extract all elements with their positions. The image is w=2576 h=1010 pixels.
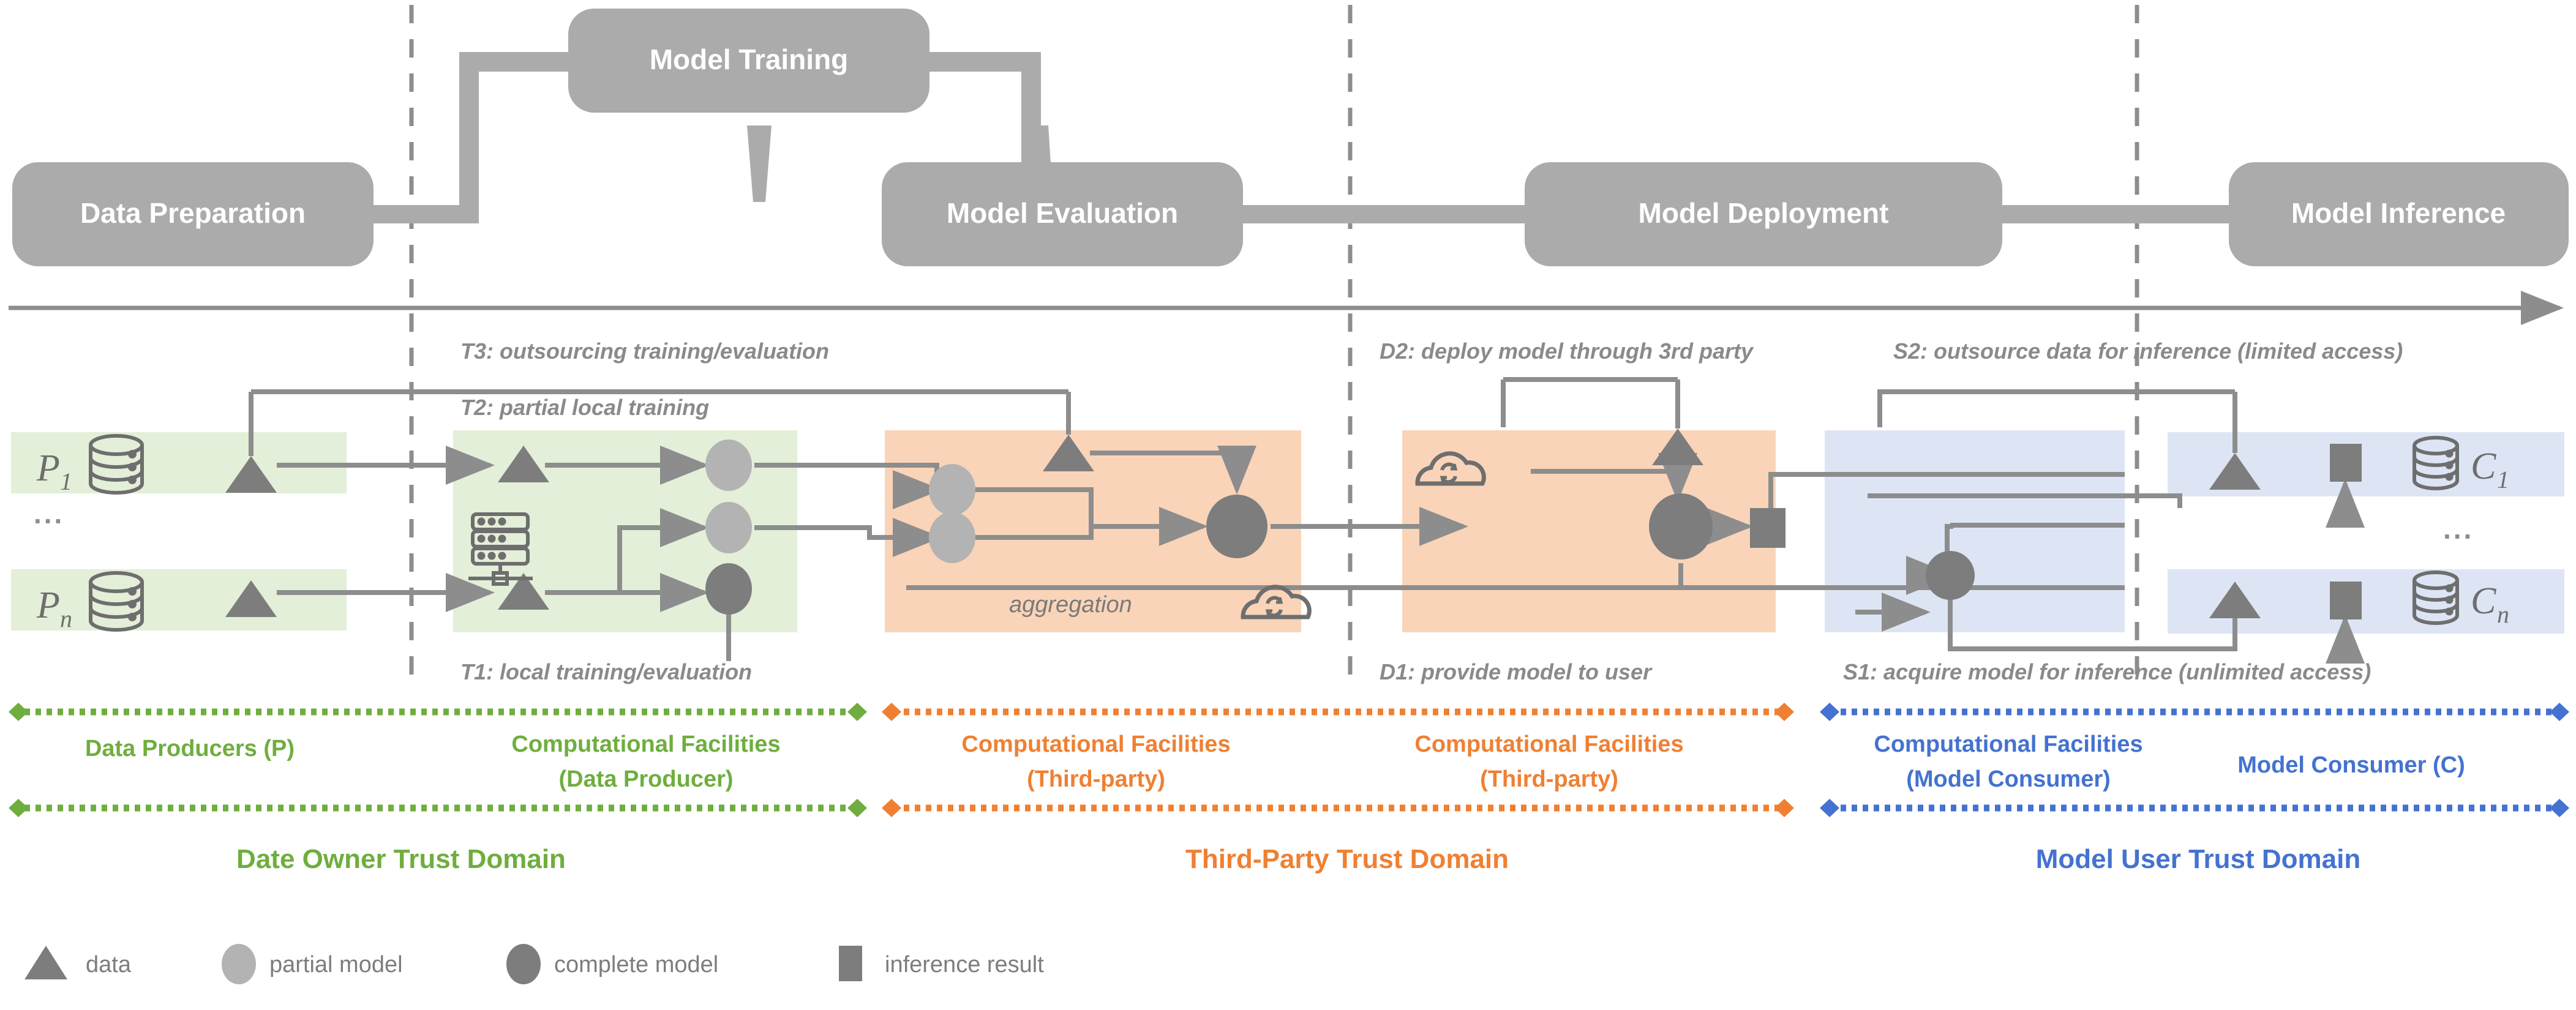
consumer-ellipsis: ... xyxy=(2443,513,2474,545)
facility-line1: Data Producers (P) xyxy=(85,736,295,761)
trust-domain-label: Model User Trust Domain xyxy=(2036,844,2361,874)
legend-item-inference-result: inference result xyxy=(839,946,1044,981)
stage-model-training[interactable]: Model Training xyxy=(568,9,929,113)
facility-line1: Computational Facilities xyxy=(961,731,1230,757)
partial-model-circle xyxy=(705,502,752,553)
panel-producer-pn xyxy=(11,569,347,630)
legend-item-data: data xyxy=(24,946,132,979)
cloud-sync-icon xyxy=(1241,585,1312,619)
consumer-letter: C xyxy=(2471,580,2496,622)
consumer-sub: 1 xyxy=(2497,466,2509,493)
data-triangle xyxy=(2209,582,2261,618)
data-triangle xyxy=(225,580,277,617)
data-triangle xyxy=(498,446,549,482)
inference-result-square-icon xyxy=(839,946,862,981)
facility-span-bars xyxy=(9,703,2569,817)
facility-data-producers: Data Producers (P) xyxy=(85,736,295,761)
stage-model-deployment[interactable]: Model Deployment xyxy=(1525,162,2002,266)
partial-model-circle xyxy=(705,440,752,491)
complete-model-circle xyxy=(705,563,752,615)
data-flow-lines xyxy=(249,377,2365,664)
flow-label-d1: D1: provide model to user xyxy=(1380,659,1653,684)
facility-line1: Computational Facilities xyxy=(1414,731,1683,757)
facility-cf-third-party-1: Computational Facilities (Third-party) xyxy=(961,731,1230,792)
stage-label: Data Preparation xyxy=(80,197,306,229)
glyphs: P 1 ... P n xyxy=(34,428,2509,632)
stage-model-inference[interactable]: Model Inference xyxy=(2229,162,2569,266)
trust-domain-label: Date Owner Trust Domain xyxy=(236,844,566,874)
legend-label: data xyxy=(86,952,132,978)
db-icon-c1 xyxy=(2413,436,2459,490)
stage-data-preparation[interactable]: Data Preparation xyxy=(12,162,374,266)
stage-label: Model Deployment xyxy=(1639,197,1889,229)
legend-label: complete model xyxy=(554,952,718,978)
pipeline-stages: Data Preparation Model Training Model Ev… xyxy=(12,9,2569,266)
complete-model-circle xyxy=(1926,551,1975,600)
partial-model-circle xyxy=(929,464,975,515)
stage-model-evaluation[interactable]: Model Evaluation xyxy=(882,162,1243,266)
legend: data partial model complete model infere… xyxy=(24,944,1044,984)
facility-line2: (Model Consumer) xyxy=(1906,766,2111,792)
producer-ellipsis: ... xyxy=(34,498,64,529)
db-icon-pn xyxy=(89,571,144,632)
facility-line1: Computational Facilities xyxy=(1874,731,2142,757)
complete-model-circle xyxy=(1649,493,1713,559)
stage-label: Model Training xyxy=(650,43,849,75)
trust-domain-labels: Date Owner Trust Domain Third-Party Trus… xyxy=(236,844,2360,874)
cloud-sync-icon xyxy=(1415,451,1486,486)
data-triangle xyxy=(2209,453,2261,490)
panel-compute-third-party-2 xyxy=(1402,430,1776,632)
stage-label: Model Inference xyxy=(2291,197,2506,229)
panel-compute-model-consumer xyxy=(1825,430,2125,632)
data-triangle xyxy=(1652,428,1703,465)
flow-label-t2: T2: partial local training xyxy=(460,395,709,420)
flow-label-t1: T1: local training/evaluation xyxy=(460,659,752,684)
inference-result-square xyxy=(1750,508,1786,548)
facility-cf-data-producer: Computational Facilities (Data Producer) xyxy=(511,731,780,792)
complete-model-circle xyxy=(1206,495,1267,558)
producer-letter: P xyxy=(36,447,60,489)
legend-item-partial-model: partial model xyxy=(222,944,403,984)
data-triangle-icon xyxy=(24,946,67,979)
aggregation-label: aggregation xyxy=(1009,592,1132,618)
inference-result-square xyxy=(2330,582,2362,619)
consumer-letter: C xyxy=(2471,446,2496,487)
working-panels xyxy=(11,430,2564,634)
data-triangle xyxy=(225,456,277,493)
legend-label: partial model xyxy=(269,952,403,978)
data-triangle xyxy=(1043,435,1094,471)
stage-label: Model Evaluation xyxy=(947,197,1178,229)
partial-model-circle-icon xyxy=(222,944,256,984)
producer-sub: n xyxy=(60,605,72,632)
partial-model-circle xyxy=(929,512,975,563)
trust-domain-dividers xyxy=(409,5,2139,684)
legend-label: inference result xyxy=(885,952,1044,978)
flow-label-d2: D2: deploy model through 3rd party xyxy=(1380,339,1754,364)
trust-domain-label: Third-Party Trust Domain xyxy=(1185,844,1509,874)
facility-line2: (Third-party) xyxy=(1027,766,1165,792)
producer-letter: P xyxy=(36,585,60,626)
complete-model-circle-icon xyxy=(506,944,541,984)
flow-label-s1: S1: acquire model for inference (unlimit… xyxy=(1843,659,2371,684)
facility-line1: Model Consumer (C) xyxy=(2237,752,2465,778)
legend-item-complete-model: complete model xyxy=(506,944,718,984)
facility-model-consumer: Model Consumer (C) xyxy=(2237,752,2465,778)
db-icon-cn xyxy=(2413,570,2459,625)
flow-label-s2: S2: outsource data for inference (limite… xyxy=(1893,339,2403,364)
flow-label-t3: T3: outsourcing training/evaluation xyxy=(460,339,829,364)
facility-line2: (Data Producer) xyxy=(558,766,733,792)
producer-sub: 1 xyxy=(60,468,72,495)
facility-line2: (Third-party) xyxy=(1480,766,1618,792)
facility-line1: Computational Facilities xyxy=(511,731,780,757)
db-icon-p1 xyxy=(89,434,144,495)
facility-cf-model-consumer: Computational Facilities (Model Consumer… xyxy=(1874,731,2142,792)
facility-cf-third-party-2: Computational Facilities (Third-party) xyxy=(1414,731,1683,792)
data-triangle xyxy=(498,573,549,610)
facility-labels: Data Producers (P) Computational Facilit… xyxy=(85,731,2465,792)
server-rack-icon xyxy=(468,512,533,586)
consumer-sub: n xyxy=(2497,600,2509,628)
inference-result-square xyxy=(2330,444,2362,482)
